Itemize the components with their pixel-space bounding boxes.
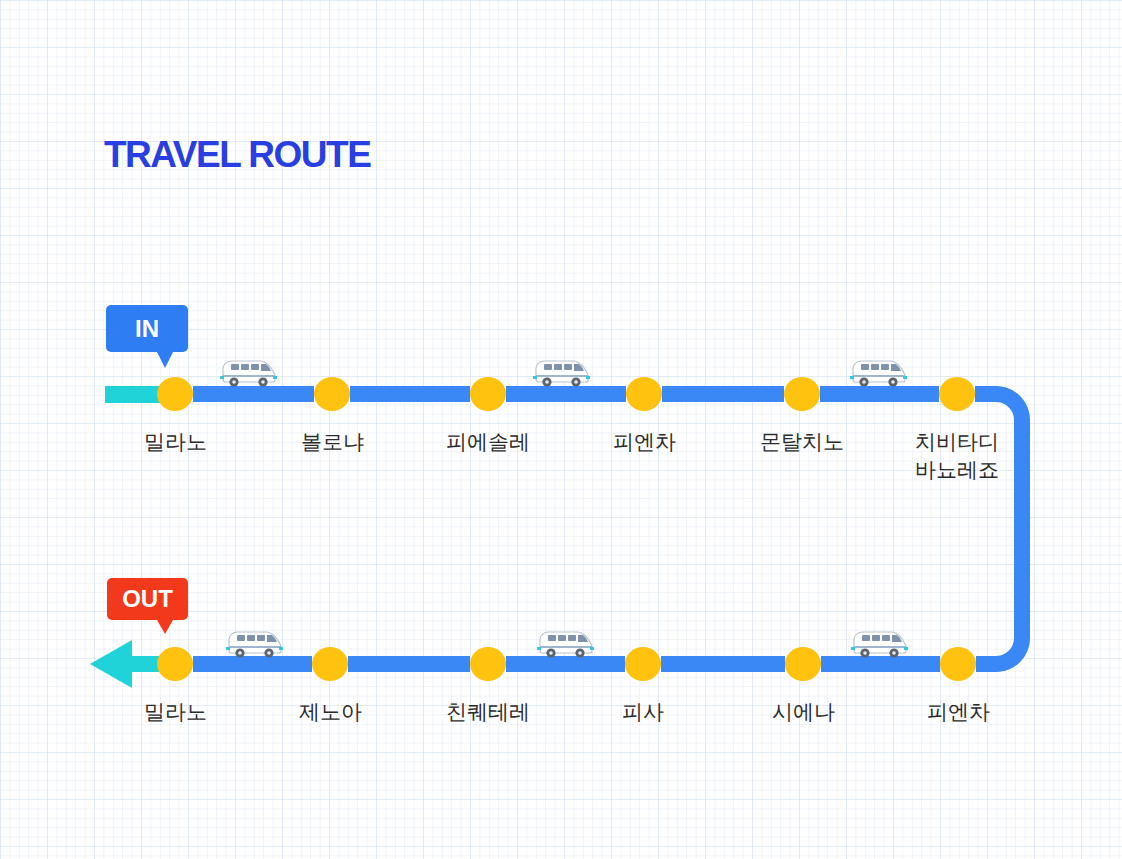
stop-name: 시에나 [772, 698, 835, 726]
callout-pointer [157, 620, 173, 634]
route-segment [820, 386, 939, 402]
van-icon [851, 632, 908, 658]
stop-dot: 피엔차 [940, 647, 976, 681]
end-arrowhead [90, 640, 132, 688]
callout-pointer [157, 352, 173, 368]
start-stub [105, 386, 165, 403]
van-icon [850, 361, 907, 387]
route-segment [506, 656, 625, 672]
stop-dot: 피엔차 [626, 377, 662, 411]
van-icon [533, 361, 590, 387]
stop-dot: 몬탈치노 [784, 377, 820, 411]
route-segment [662, 386, 784, 402]
stop-name: 밀라노 [144, 698, 207, 726]
route-segment [348, 656, 470, 672]
callout-label: IN [106, 315, 188, 343]
stop-dot: 밀라노 [157, 377, 193, 411]
van-icon [537, 632, 594, 658]
route-segment [506, 386, 626, 402]
stop-name: 볼로냐 [301, 428, 364, 456]
route-segment [193, 386, 314, 402]
stop-dot: 제노아 [312, 647, 348, 681]
stop-dot: 볼로냐 [314, 377, 350, 411]
diagram-title: TRAVEL ROUTE [104, 134, 370, 176]
route-segment [821, 656, 940, 672]
stop-dot: 피사 [625, 647, 661, 681]
stop-name: 몬탈치노 [760, 428, 844, 456]
stop-dot: 피에솔레 [470, 377, 506, 411]
callout-label: OUT [107, 585, 188, 613]
stop-name: 제노아 [299, 698, 362, 726]
route-segment [193, 656, 312, 672]
stop-name: 치비타디 바뇨레죠 [909, 428, 1005, 485]
stop-dot: 시에나 [785, 647, 821, 681]
stop-name: 친퀘테레 [446, 698, 530, 726]
stop-name: 피엔차 [927, 698, 990, 726]
callout-tag: OUT [107, 578, 188, 620]
stop-name: 밀라노 [144, 428, 207, 456]
stop-dot: 치비타디 바뇨레죠 [939, 377, 975, 411]
stop-dot: 밀라노 [157, 647, 193, 681]
stop-name: 피엔차 [613, 428, 676, 456]
van-icon [226, 632, 283, 658]
callout-tag: IN [106, 305, 188, 352]
van-icon [220, 361, 277, 387]
route-segment [350, 386, 470, 402]
stop-dot: 친퀘테레 [470, 647, 506, 681]
stop-name: 피사 [622, 698, 664, 726]
route-segment [661, 656, 785, 672]
stop-name: 피에솔레 [446, 428, 530, 456]
